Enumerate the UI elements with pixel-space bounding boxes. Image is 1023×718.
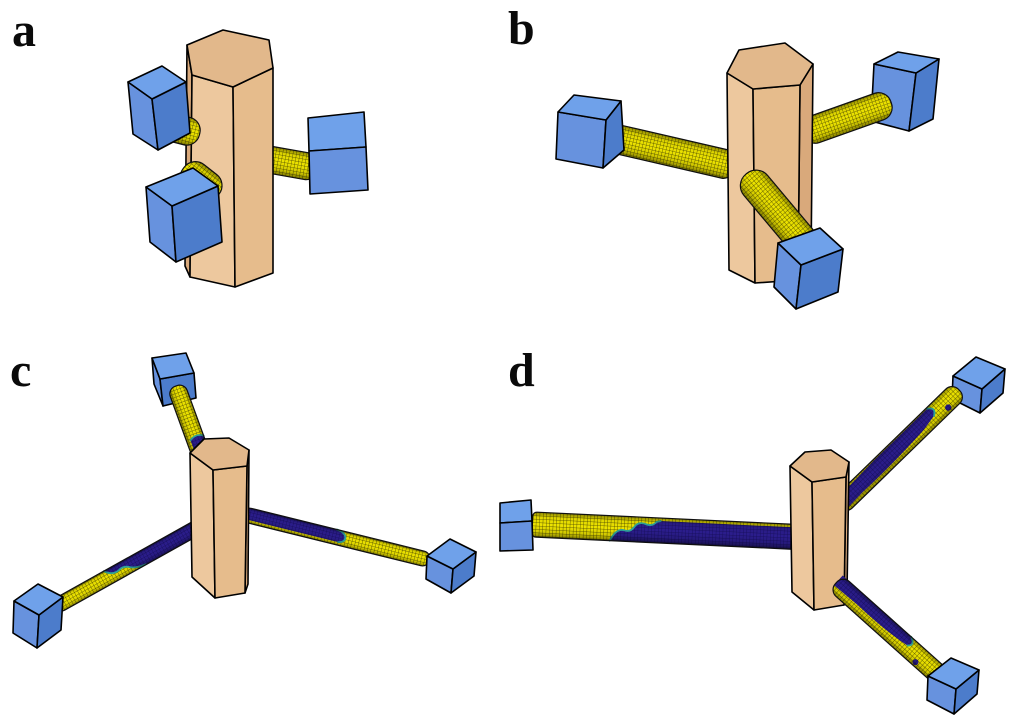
cube-bead — [127, 65, 191, 151]
panel-a-label: a — [12, 4, 36, 57]
panel-b-label: b — [508, 2, 535, 55]
panel-b: b — [508, 2, 940, 310]
post-face-left — [789, 465, 815, 611]
cube-face-top — [145, 167, 219, 207]
post-face-right — [212, 465, 248, 599]
cube-face-top — [127, 65, 187, 100]
cube-face-top — [426, 538, 477, 570]
panel-a: a — [12, 4, 369, 288]
cube-bead — [499, 499, 534, 552]
tether-tube — [53, 512, 216, 612]
cube-face-top — [151, 352, 195, 380]
cube-bead — [951, 356, 1006, 414]
cube-face-front — [555, 111, 607, 169]
panel-c: c — [10, 344, 477, 649]
tube-shading — [833, 579, 945, 682]
tether-tube — [832, 575, 946, 682]
cube-face-top — [952, 356, 1006, 390]
cube-face-front — [308, 146, 369, 195]
cube-bead — [12, 583, 64, 649]
cube-face-top — [927, 657, 980, 690]
cube-face-top — [873, 51, 940, 74]
tube-shading — [801, 92, 893, 144]
post-face-top — [789, 449, 850, 483]
cube-face-top — [307, 111, 367, 152]
cube-face-front — [499, 520, 534, 552]
post-face-top — [726, 42, 814, 90]
cube-bead — [425, 538, 477, 594]
panel-d: d — [499, 344, 1006, 715]
post-face-left — [189, 452, 216, 599]
cube-face-top — [499, 499, 533, 524]
tube-shading — [53, 515, 214, 612]
post-face-top — [186, 29, 274, 88]
tube-shading — [611, 125, 736, 179]
tether-tube — [800, 92, 893, 144]
hexagonal-post — [189, 437, 250, 599]
cube-bead — [773, 227, 844, 310]
tube-shading — [260, 146, 317, 180]
tether-tube — [833, 386, 963, 513]
post-face-right — [232, 67, 274, 288]
cube-bead — [926, 657, 980, 715]
panel-d-label: d — [508, 344, 535, 397]
tube-shading — [740, 170, 817, 255]
cube-face-top — [13, 583, 64, 616]
tether-tube — [260, 145, 317, 181]
cube-face-top — [557, 94, 622, 121]
tube-shading — [242, 508, 430, 566]
cube-face-top — [777, 227, 844, 266]
cube-bead — [145, 167, 223, 263]
cube-bead — [555, 94, 625, 169]
cube-bead — [307, 111, 369, 195]
tube-shading — [835, 386, 963, 511]
post-face-top — [189, 437, 250, 471]
panel-c-label: c — [10, 344, 31, 397]
hexagonal-post — [789, 449, 850, 611]
tether-tube — [531, 511, 798, 550]
tether-tube — [241, 506, 431, 567]
cube-bead — [870, 51, 940, 132]
